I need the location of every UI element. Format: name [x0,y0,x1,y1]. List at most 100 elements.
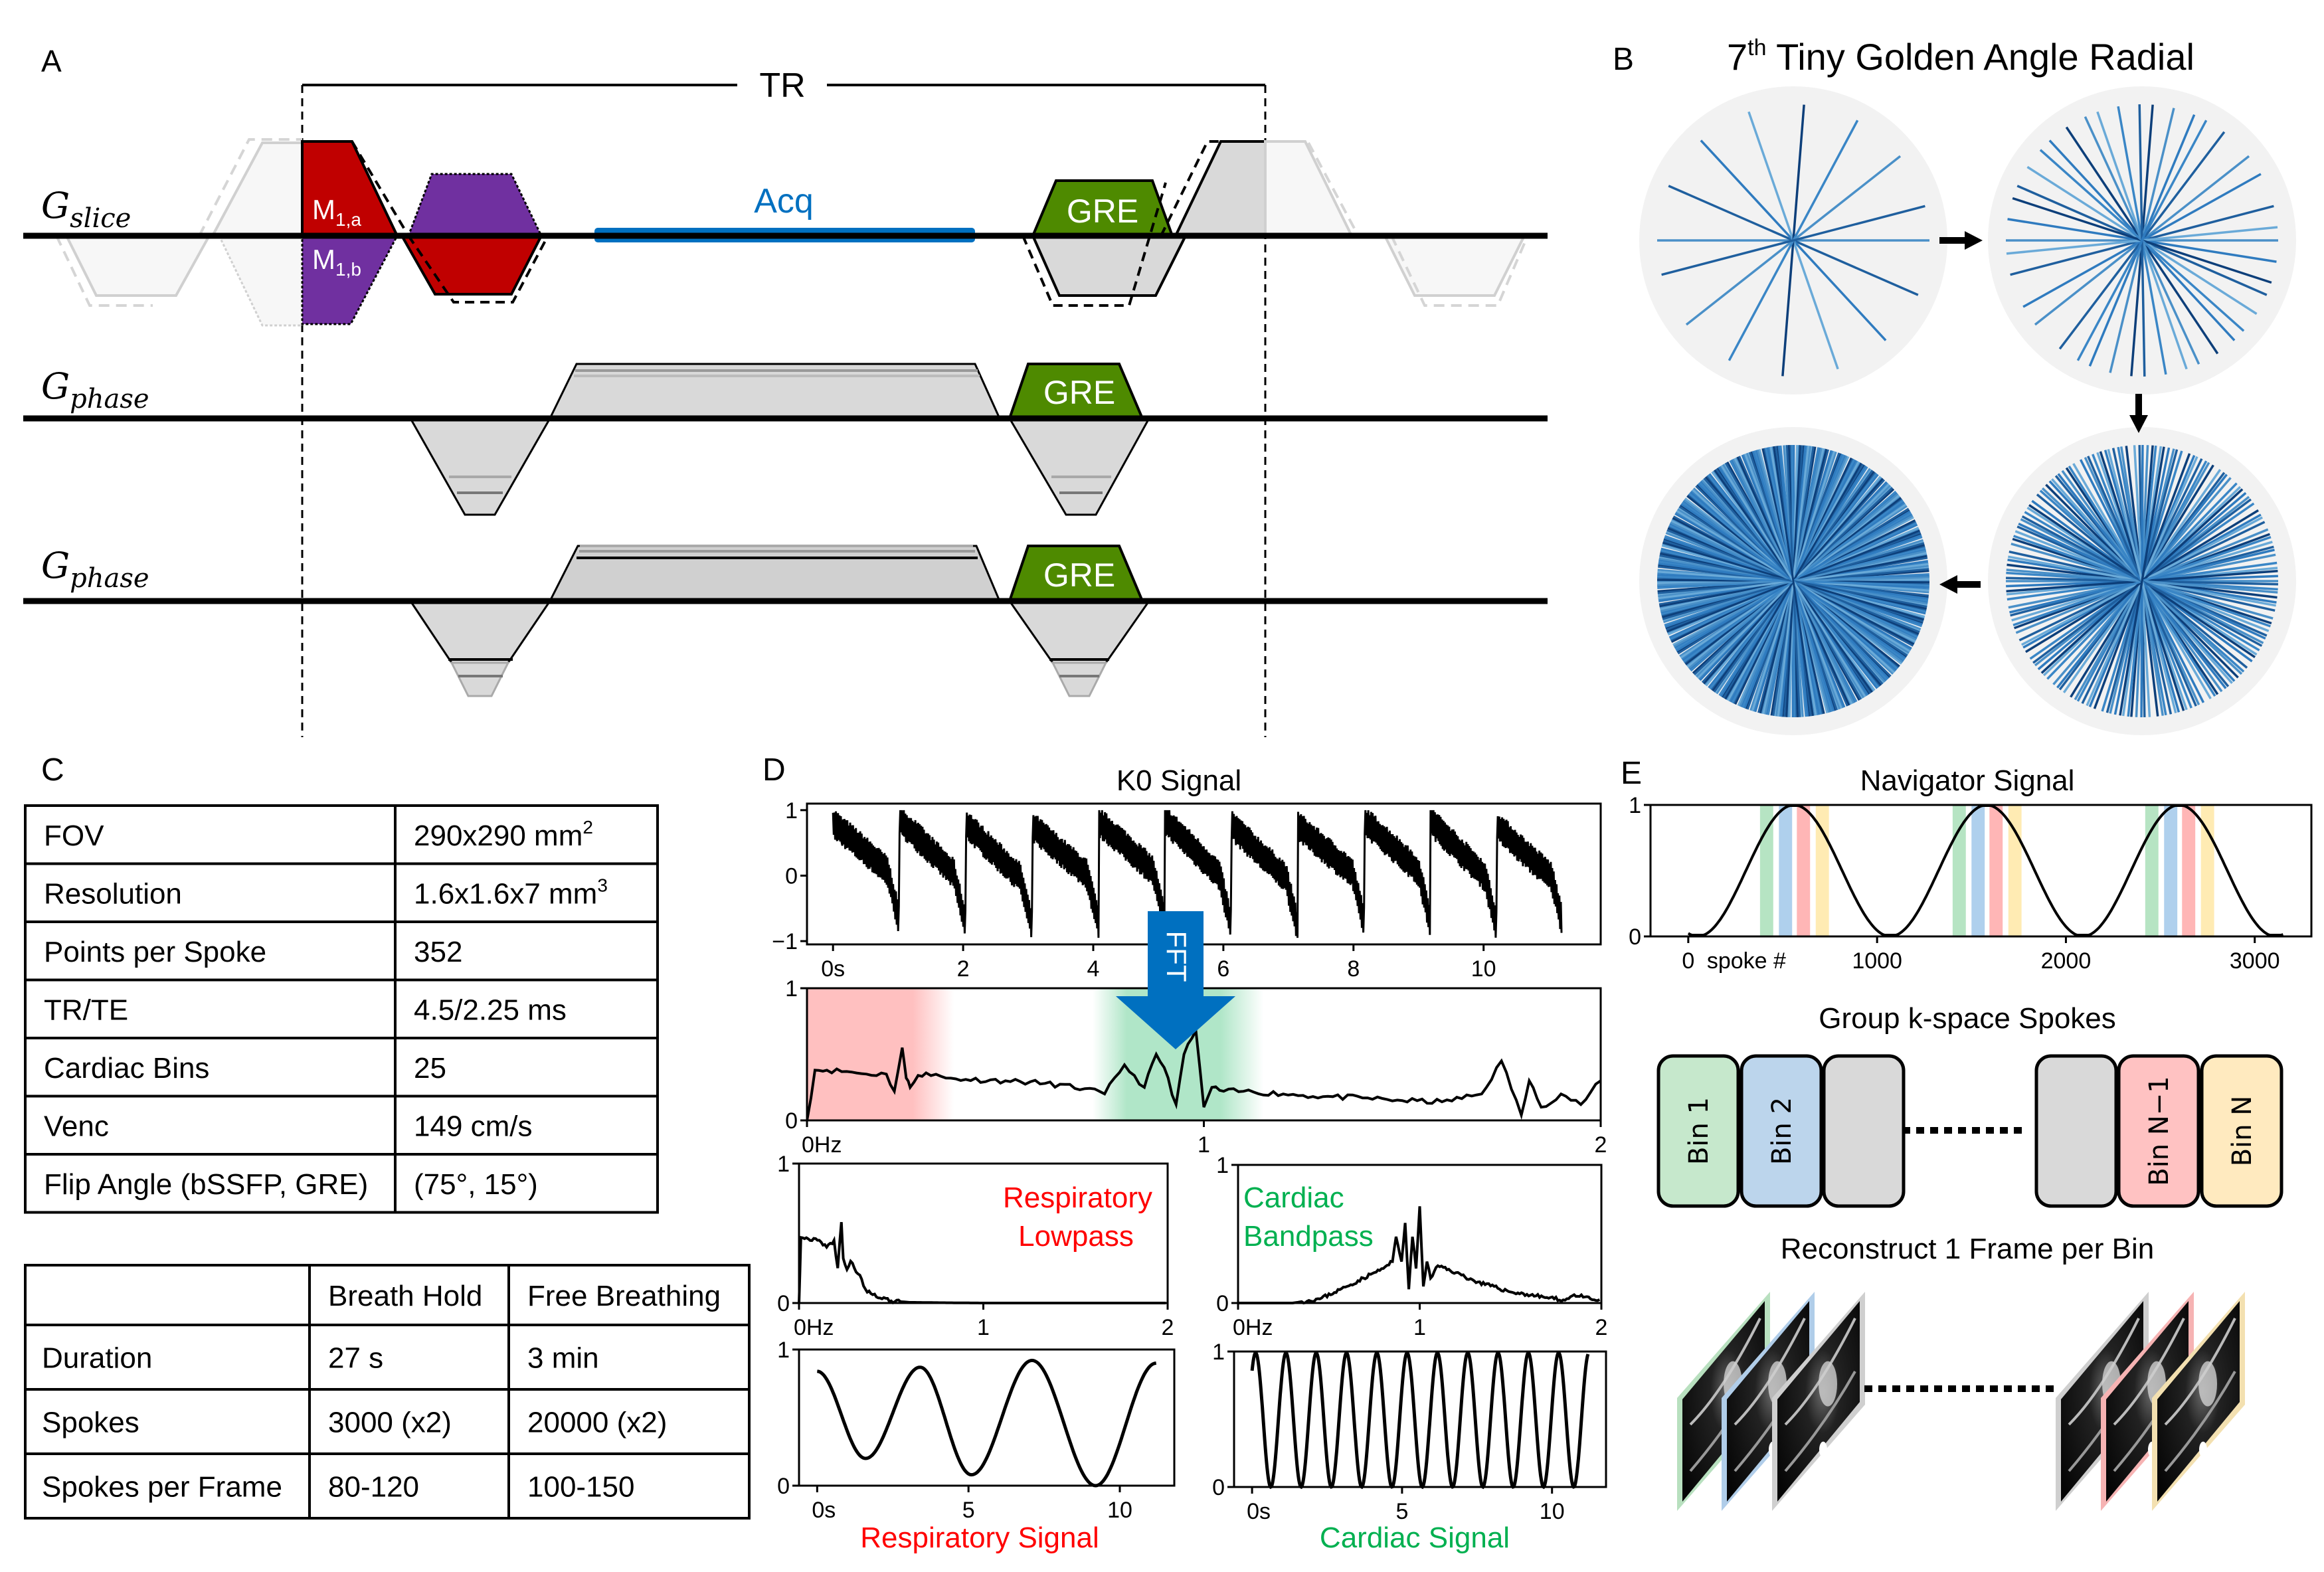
x-axis-spoke-label: spoke # [1707,948,1786,974]
bin-band [1797,805,1811,936]
panel-label-e: E [1621,756,1642,791]
mri-vessel [2199,1441,2207,1458]
panel-label-c: C [41,752,64,788]
bin-band [2182,805,2196,936]
radial-spoke [2119,446,2165,716]
cell-value: 100-150 [527,1471,634,1504]
phase2-rewinder-tail [1051,661,1108,697]
table-cell [507,1452,751,1520]
respiratory-signal-label: Respiratory Signal [860,1522,1099,1554]
x-tick-label: 1 [1198,1132,1210,1158]
y-tick-label: 0 [1629,924,1641,950]
param-name: Resolution [44,878,182,911]
param-name: Cardiac Bins [44,1052,209,1085]
x-tick-label: 4 [1087,956,1100,982]
arrow-down-icon [2129,394,2148,433]
bin-box [1740,1054,1823,1208]
cbp-series-line [1238,1206,1601,1305]
y-tick-label: −1 [772,929,798,954]
radial-spoke [2088,114,2196,367]
lowpass-band [807,988,954,1120]
radial-spoke [1773,446,1814,717]
y-tick-label: 0 [1212,1475,1225,1500]
y-tick-label: 0 [1216,1291,1229,1316]
x-tick-label: 2 [1595,1315,1608,1340]
gphase1-axis-label: Gphase [41,365,149,414]
y-tick-label: 1 [1212,1340,1225,1365]
cell-value: Duration [42,1342,152,1375]
next-positive-lobe-dashed [1307,142,1360,236]
phase1-prephaser-lobe [408,417,552,516]
radial-trajectory-1 [1639,86,1947,394]
cell-value: 3000 (x2) [328,1407,452,1439]
prev-negative-lobe-dashed [55,235,153,307]
cardiac-signal-label: Cardiac Signal [1320,1522,1510,1554]
x-tick-label: 10 [1540,1499,1565,1524]
rs-frame [798,1348,1176,1487]
radial-spoke [1661,205,1925,276]
tr-label: TR [759,66,805,105]
bin-band [1759,805,1773,936]
bin-box [2117,1054,2200,1208]
navigator-title: Navigator Signal [1860,764,2075,797]
radial-trajectory-4 [1639,427,1947,735]
param-value: 352 [414,936,462,968]
x-tick-label: 5 [962,1498,975,1523]
card-bandpass-label-2: Bandpass [1243,1220,1374,1253]
phase2-prephaser-tail [450,661,510,697]
cell-value: 80-120 [328,1471,419,1504]
prev-dotted-lobe [217,234,304,327]
acq-label: Acq [754,182,814,220]
x-tick-label: 6 [1217,956,1229,982]
param-name: Flip Angle (bSSFP, GRE) [44,1168,368,1201]
panel-label-a: A [41,44,62,78]
m1b-lobe-purple [301,234,399,325]
gslice-gre-negative-lobe [1030,234,1188,297]
panel-label-d: D [762,752,786,788]
reconstructed-frames [1677,1292,2245,1511]
navigator-series-line [1687,804,2284,936]
param-value: 25 [414,1052,446,1085]
x-tick-label: 0s [821,956,845,982]
phase1-rewinder-lobe [1008,417,1151,516]
bin-band [1952,805,1966,936]
rs-series-line [817,1358,1157,1488]
table-header-cell [24,1264,311,1326]
bin-band [1989,805,2003,936]
mri-structure [1784,1371,1856,1472]
param-value: 149 cm/s [414,1110,533,1143]
arrow-left-icon [1939,575,1981,594]
fft-arrow-icon: FFT [1116,911,1235,1049]
y-tick-label: 0 [785,1108,798,1134]
x-tick-label: 1 [1413,1315,1426,1340]
bin-band [2164,805,2178,936]
bin-label: Bin 2 [1767,1097,1797,1165]
bin-band [1971,805,1985,936]
panel-label-b: B [1613,42,1634,77]
m1a-label: M1,a [312,194,361,230]
column-header: Breath Hold [328,1280,482,1312]
param-value: 290x290 mm2 [414,817,593,852]
param-name: Venc [44,1110,109,1143]
gslice-gre-dashed [1022,182,1167,307]
bin-band [2145,805,2159,936]
gphase2-axis-label: Gphase [41,545,149,594]
bin-box [1822,1054,1906,1208]
red-negative-lobe-dashed [407,234,549,304]
resp-lowpass-label-2: Lowpass [1018,1220,1134,1253]
mri-vessel [1819,1441,1827,1458]
param-value: (75°, 15°) [414,1168,538,1201]
k0-frame [806,802,1602,946]
x-tick-label: 10 [1107,1498,1132,1523]
y-tick-label: 1 [1216,1153,1229,1178]
cell-value: 27 s [328,1342,383,1375]
superscript: 2 [582,817,593,837]
